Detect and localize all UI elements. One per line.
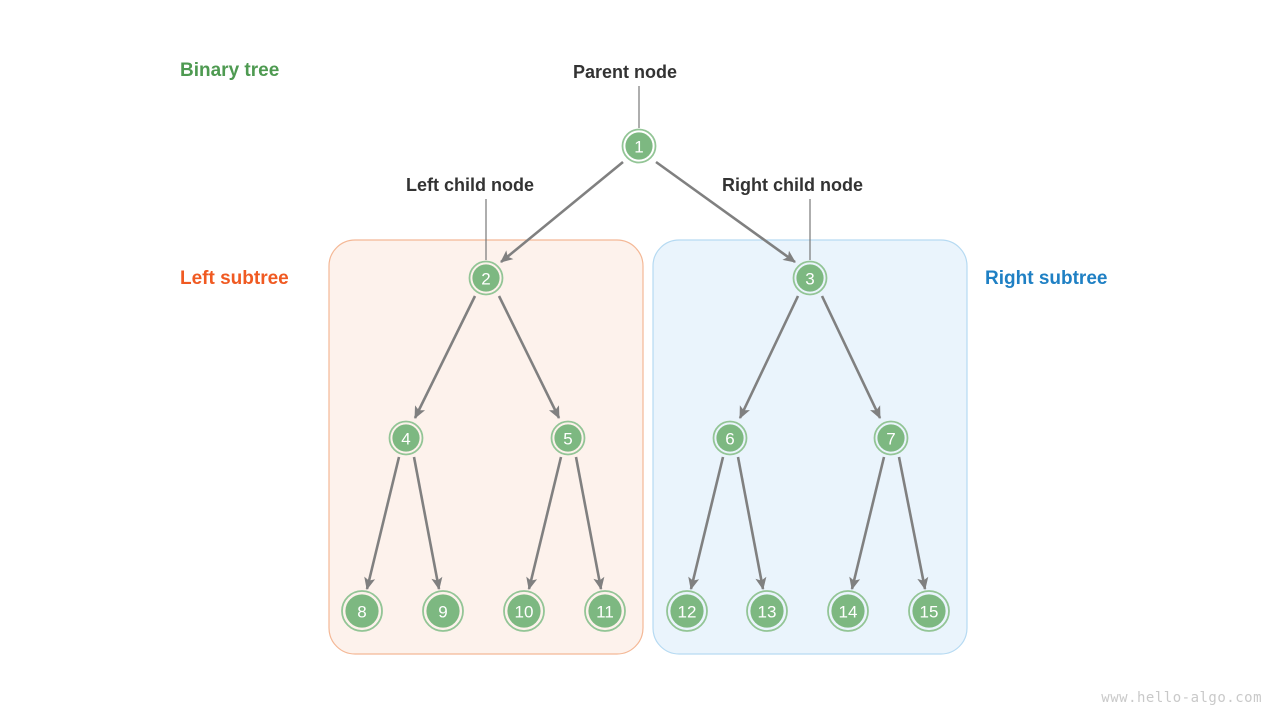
node-value: 3 [805, 270, 814, 289]
tree-node[interactable]: 6 [712, 420, 748, 456]
edge-6-13 [736, 456, 767, 591]
node-value: 12 [678, 603, 697, 622]
tree-edges [364, 160, 929, 591]
tree-nodes: 1 2 3 4 5 [341, 128, 950, 632]
node-value: 5 [563, 430, 572, 449]
callout-leaders [485, 86, 811, 260]
right-subtree-label: Right subtree [985, 268, 1108, 289]
edge-2-4 [413, 295, 477, 419]
node-circle [831, 594, 865, 628]
tree-node[interactable]: 13 [746, 590, 788, 632]
node-circle [554, 424, 582, 452]
parent-node-callout: Parent node [573, 62, 678, 82]
node-ring [792, 260, 828, 296]
node-ring [468, 260, 504, 296]
node-circle [670, 594, 704, 628]
diagram-title: Binary tree [180, 60, 280, 81]
edge-3-7 [820, 295, 882, 419]
node-circle [750, 594, 784, 628]
node-value: 14 [839, 603, 858, 622]
right-subtree-box [652, 239, 968, 655]
node-value: 4 [401, 430, 410, 449]
tree-node[interactable]: 8 [341, 590, 383, 632]
tree-node[interactable]: 9 [422, 590, 464, 632]
left-subtree-label: Left subtree [180, 268, 289, 289]
node-circle [912, 594, 946, 628]
edge-1-2 [500, 160, 624, 264]
node-value: 13 [758, 603, 777, 622]
tree-node[interactable]: 2 [468, 260, 504, 296]
edge-6-12 [688, 456, 725, 591]
node-circle [877, 424, 905, 452]
tree-node[interactable]: 5 [550, 420, 586, 456]
node-value: 6 [725, 430, 734, 449]
edge-3-6 [738, 295, 800, 419]
tree-node[interactable]: 3 [792, 260, 828, 296]
edge-4-9 [412, 456, 443, 591]
node-value: 15 [920, 603, 939, 622]
node-ring [584, 590, 626, 632]
node-ring [503, 590, 545, 632]
node-value: 11 [596, 603, 614, 622]
tree-node[interactable]: 10 [503, 590, 545, 632]
node-circle [716, 424, 744, 452]
node-ring [388, 420, 424, 456]
node-circle [392, 424, 420, 452]
node-circle [345, 594, 379, 628]
node-ring [746, 590, 788, 632]
node-ring [550, 420, 586, 456]
left-subtree-box [328, 239, 644, 655]
node-value: 7 [886, 430, 895, 449]
right-child-node-callout: Right child node [722, 175, 863, 195]
node-circle [426, 594, 460, 628]
node-ring [827, 590, 869, 632]
node-ring [908, 590, 950, 632]
tree-node[interactable]: 14 [827, 590, 869, 632]
node-circle [625, 132, 653, 160]
tree-node[interactable]: 4 [388, 420, 424, 456]
tree-node[interactable]: 15 [908, 590, 950, 632]
edge-4-8 [364, 456, 401, 591]
node-circle [796, 264, 824, 292]
edge-2-5 [497, 295, 561, 419]
node-value: 9 [438, 603, 447, 622]
node-circle [472, 264, 500, 292]
tree-node[interactable]: 12 [666, 590, 708, 632]
tree-node[interactable]: 11 [584, 590, 626, 632]
left-child-node-callout: Left child node [406, 175, 534, 195]
node-ring [341, 590, 383, 632]
node-value: 1 [634, 138, 643, 157]
node-ring [621, 128, 657, 164]
edge-1-3 [655, 160, 796, 264]
node-value: 2 [481, 270, 490, 289]
edge-5-10 [526, 456, 563, 591]
tree-node[interactable]: 1 [621, 128, 657, 164]
edge-5-11 [574, 456, 605, 591]
node-circle [588, 594, 622, 628]
tree-node[interactable]: 7 [873, 420, 909, 456]
watermark: www.hello-algo.com [1101, 690, 1262, 706]
node-ring [712, 420, 748, 456]
node-ring [666, 590, 708, 632]
node-value: 8 [357, 603, 366, 622]
node-circle [507, 594, 541, 628]
node-ring [422, 590, 464, 632]
node-ring [873, 420, 909, 456]
node-value: 10 [515, 603, 534, 622]
edge-7-14 [849, 456, 886, 591]
edge-7-15 [897, 456, 929, 591]
